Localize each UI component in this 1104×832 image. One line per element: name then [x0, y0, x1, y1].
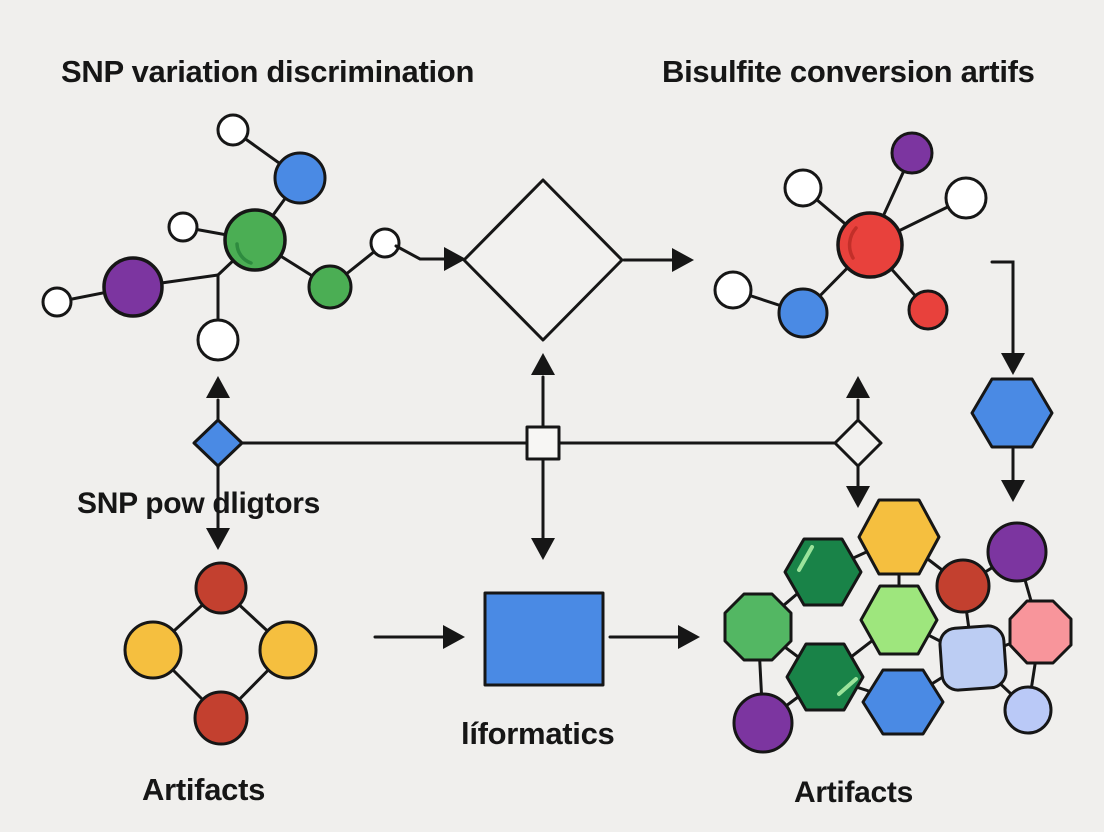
artifact-cluster-right [723, 498, 1073, 754]
cluster-node [194, 561, 248, 615]
arrow-down-left-icon [206, 528, 230, 550]
cluster-node [938, 624, 1008, 692]
molecule-node [777, 287, 829, 339]
hexagon-branch [970, 260, 1054, 502]
cluster-node [732, 692, 794, 754]
crescent-highlight [847, 226, 858, 260]
molecule-node [369, 227, 401, 259]
right-molecule [713, 131, 988, 339]
molecule-node [196, 318, 240, 362]
hexagon-highlight [797, 545, 814, 572]
cluster-node [935, 558, 991, 614]
cluster-node [986, 521, 1048, 583]
informatics-box [483, 591, 605, 687]
label-snp-pow: SNP pow dligtors [77, 487, 320, 520]
molecule-node [216, 113, 250, 147]
blue-diamond-junction [192, 418, 244, 468]
arrow-into-diamond-icon [444, 247, 466, 271]
molecule-node [41, 286, 73, 318]
cluster-node [123, 620, 183, 680]
connector-row [192, 353, 883, 560]
molecule-node [907, 289, 949, 331]
molecule-node [307, 264, 353, 310]
cluster-node [723, 592, 793, 662]
title-bisulfite-conversion: Bisulfite conversion artifs [662, 54, 1035, 89]
arrow-up-right-icon [846, 376, 870, 398]
white-diamond-junction [833, 418, 883, 468]
decision-flow [394, 178, 694, 342]
title-snp-variation: SNP variation discrimination [61, 54, 475, 89]
molecule-node [713, 270, 753, 310]
cluster-node [857, 498, 941, 576]
informatics-flow [373, 591, 700, 687]
molecule-node [273, 151, 327, 205]
left-molecule [41, 113, 401, 362]
cluster-node [193, 690, 249, 746]
decision-diamond [462, 178, 624, 342]
molecule-node [890, 131, 934, 175]
label-informatics: líformatics [461, 716, 615, 751]
arrow-up-center-icon [531, 353, 555, 375]
arrow-into-hexagon-icon [1001, 353, 1025, 375]
arrow-up-left-icon [206, 376, 230, 398]
cluster-node [1008, 599, 1073, 665]
cluster-node [785, 642, 865, 712]
artifact-cluster-left [123, 561, 318, 746]
cluster-node [859, 584, 939, 656]
hexagon-highlight [837, 677, 858, 696]
molecule-node [102, 256, 164, 318]
arrow-down-center-icon [531, 538, 555, 560]
molecule-node [836, 211, 904, 279]
label-artifacts-left: Artifacts [142, 772, 266, 807]
cluster-node [258, 620, 318, 680]
cluster-node [1003, 685, 1053, 735]
arrow-out-of-diamond-icon [672, 248, 694, 272]
molecule-node [783, 168, 823, 208]
arrow-out-of-box-icon [678, 625, 700, 649]
label-artifacts-right: Artifacts [794, 776, 913, 809]
arrow-into-box-icon [443, 625, 465, 649]
arrow-down-right-icon [846, 486, 870, 508]
molecule-node [944, 176, 988, 220]
cluster-node [783, 537, 863, 607]
molecule-node [167, 211, 199, 243]
square-junction [525, 425, 561, 461]
blue-hexagon-node [970, 377, 1054, 449]
arrow-out-of-hexagon-icon [1001, 480, 1025, 502]
crescent-highlight [235, 242, 253, 265]
molecule-node [223, 208, 287, 272]
cluster-node [861, 668, 945, 736]
